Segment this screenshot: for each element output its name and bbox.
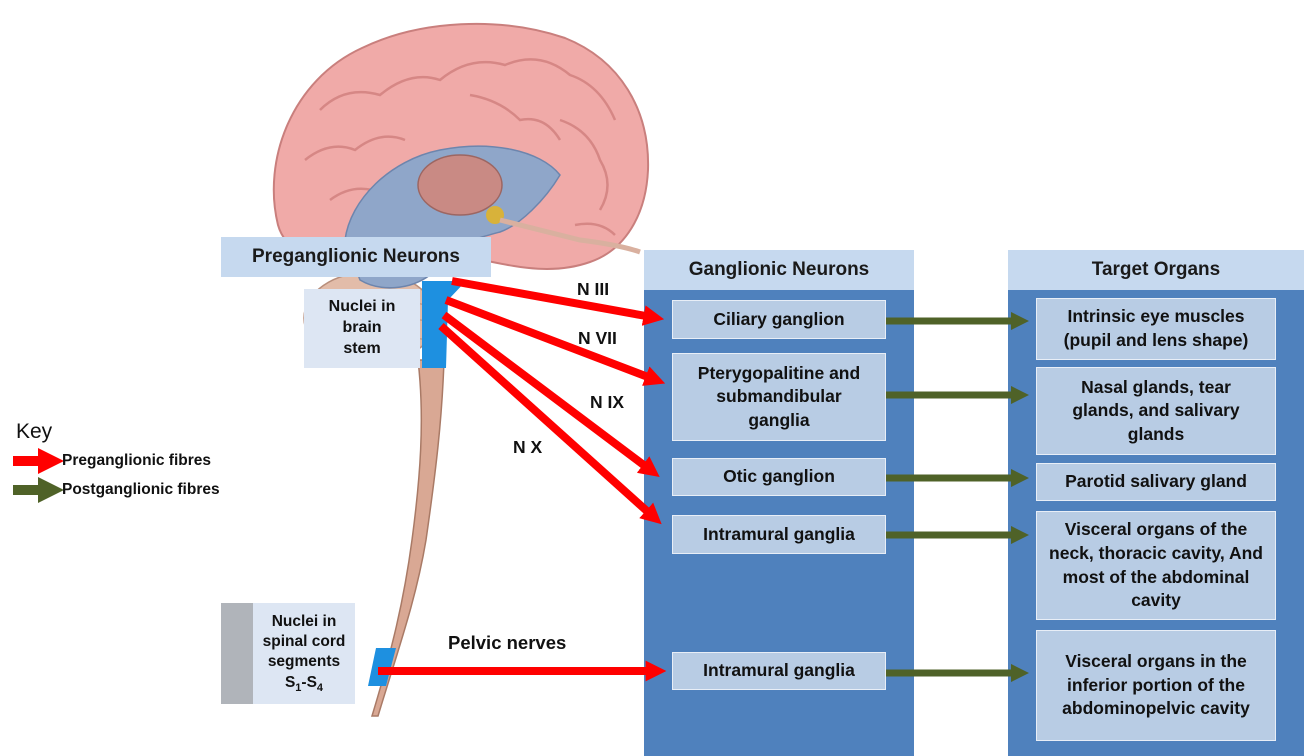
nerve-label-n9: N IX xyxy=(590,392,625,412)
ganglion-ciliary: Ciliary ganglion xyxy=(672,300,886,339)
ganglionic-header: Ganglionic Neurons xyxy=(644,250,914,290)
spinal-nuclei-segments: S1-S4 xyxy=(284,673,324,694)
ganglion-pterygopalatine: Pterygopalitine and submandibular gangli… xyxy=(672,353,886,441)
pituitary xyxy=(486,206,504,224)
target-eye-muscles: Intrinsic eye muscles (pupil and lens sh… xyxy=(1036,298,1276,360)
spinal-nuclei-box: Nuclei in spinal cord segments S1-S4 xyxy=(253,603,355,704)
arrow-n7 xyxy=(444,296,666,386)
ganglion-intramural-1: Intramural ganglia xyxy=(672,515,886,554)
thalamus xyxy=(417,154,503,216)
spinal-cord xyxy=(370,359,445,717)
key-pre-label: Preganglionic fibres xyxy=(62,452,212,469)
nerve-label-pelvic: Pelvic nerves xyxy=(448,632,567,653)
ganglion-otic: Otic ganglion xyxy=(672,458,886,496)
target-visceral-thoracic: Visceral organs of the neck, thoracic ca… xyxy=(1036,511,1276,620)
nerve-label-n7: N VII xyxy=(578,328,617,348)
ganglion-intramural-2: Intramural ganglia xyxy=(672,652,886,690)
target-nasal-glands: Nasal glands, tear glands, and salivary … xyxy=(1036,367,1276,455)
preganglionic-header: Preganglionic Neurons xyxy=(221,237,491,277)
target-organs-header: Target Organs xyxy=(1008,250,1304,290)
arrow-n10 xyxy=(438,323,662,525)
nerve-label-n3: N III xyxy=(577,279,610,299)
nerve-label-n10: N X xyxy=(513,437,543,457)
arrow-n9 xyxy=(441,311,660,478)
target-visceral-pelvic: Visceral organs in the inferior portion … xyxy=(1036,630,1276,741)
key-title: Key xyxy=(16,420,53,443)
spinal-nuclei-line1: Nuclei in xyxy=(271,613,337,631)
spinal-nuclei-line2: spinal cord xyxy=(262,633,346,651)
arrow-n3 xyxy=(451,277,665,326)
brainstem-nuclei-box: Nuclei in brain stem xyxy=(304,289,420,368)
key-post-label: Postganglionic fibres xyxy=(62,481,220,498)
spinal-nuclei-grey-bar xyxy=(221,603,253,704)
target-parotid: Parotid salivary gland xyxy=(1036,463,1276,501)
spinal-nuclei-line3: segments xyxy=(267,653,341,671)
